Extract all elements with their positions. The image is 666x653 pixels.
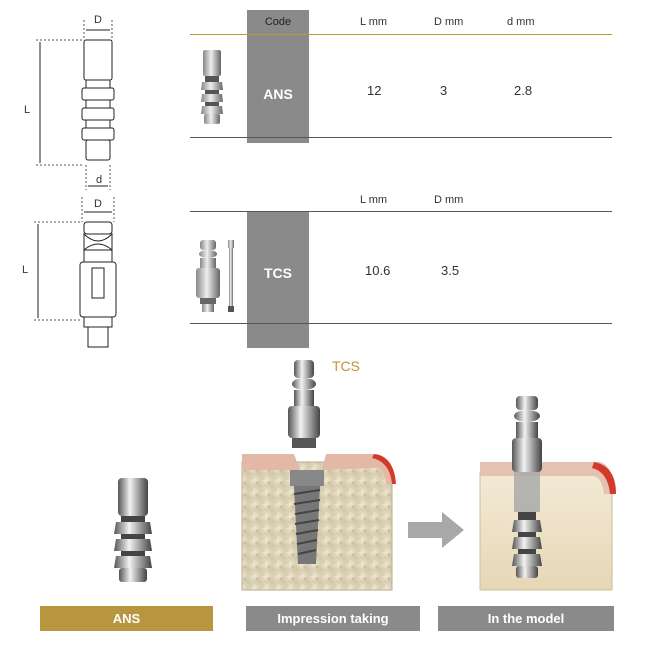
table2-code-column xyxy=(247,211,309,348)
table1-d-cell: 2.8 xyxy=(514,83,533,98)
table1-header-d: d mm xyxy=(507,16,535,28)
arrow-right-icon xyxy=(408,512,464,548)
in-the-model-image xyxy=(479,396,616,591)
table1-header-code: Code xyxy=(264,16,292,28)
table1-header-line xyxy=(190,34,612,35)
table1-code-cell: ANS xyxy=(263,86,293,102)
table1-l-cell: 12 xyxy=(367,83,382,98)
ans-outline xyxy=(81,39,115,161)
table2-header-D: D mm xyxy=(434,194,464,206)
tcs-outline xyxy=(79,221,117,348)
technical-drawing xyxy=(34,20,117,348)
table1-D-cell: 3 xyxy=(440,83,448,98)
ans-thumbnail xyxy=(201,50,223,124)
label-D-mid: D xyxy=(94,198,102,210)
caption-impression-taking: Impression taking xyxy=(246,606,420,631)
ans-product-image xyxy=(114,478,152,582)
table2-bottom-line xyxy=(190,323,612,324)
table2-code-cell: TCS xyxy=(264,265,292,281)
table1-header-D: D mm xyxy=(434,16,464,28)
caption-ans: ANS xyxy=(40,606,213,631)
table1-code-column xyxy=(247,10,309,143)
tcs-label: TCS xyxy=(332,358,360,374)
label-L-top: L xyxy=(24,104,31,116)
impression-taking-image xyxy=(241,360,396,591)
label-d-small: d xyxy=(96,174,103,186)
table1-bottom-line xyxy=(190,137,612,138)
table2-header-line xyxy=(190,211,612,212)
caption-in-the-model: In the model xyxy=(438,606,614,631)
label-L-bottom: L xyxy=(22,264,29,276)
table1-header-l: L mm xyxy=(360,16,388,28)
label-D-top: D xyxy=(94,14,102,26)
tcs-thumbnail xyxy=(196,240,234,312)
table2-D-cell: 3.5 xyxy=(441,263,460,278)
table2-l-cell: 10.6 xyxy=(365,263,391,278)
table2-header-l: L mm xyxy=(360,194,388,206)
